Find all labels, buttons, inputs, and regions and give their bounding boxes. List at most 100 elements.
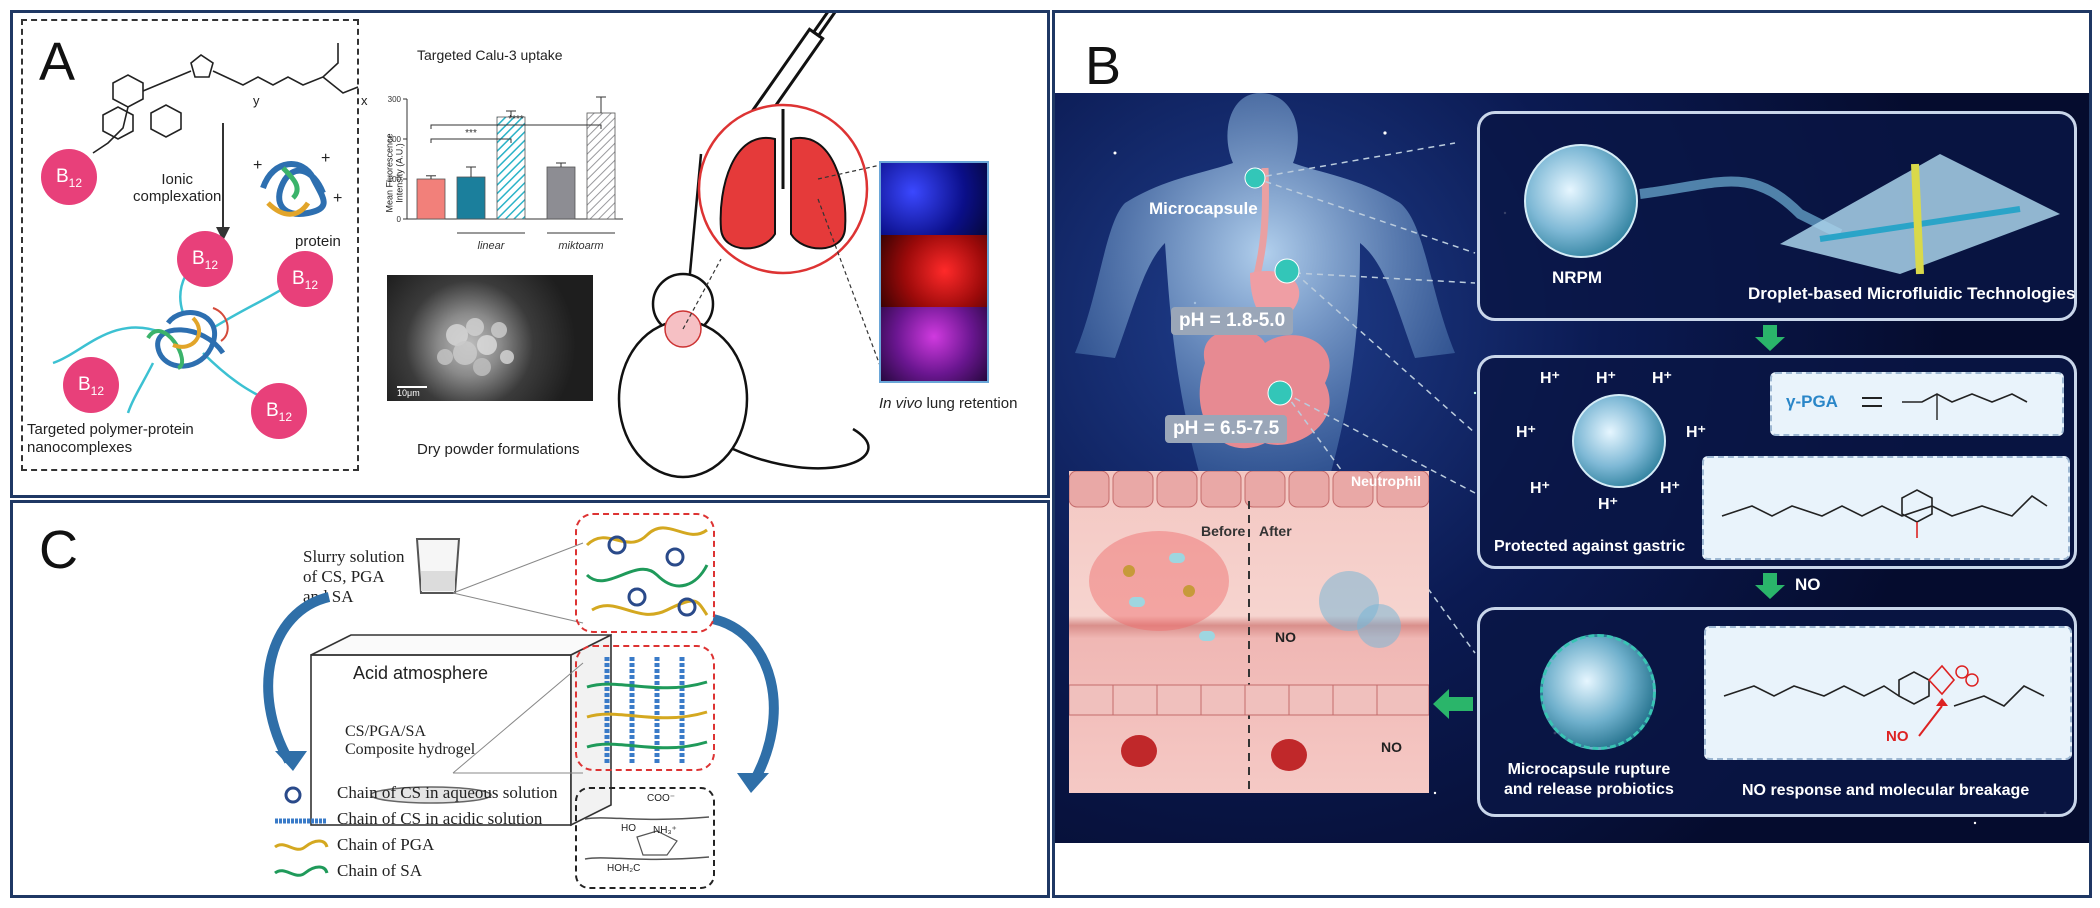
h-plus-7: H⁺ [1598, 496, 1618, 513]
chem-coo: COO⁻ [647, 793, 676, 804]
panel-a-letter: A [39, 32, 76, 92]
panel-b-letter: B [1085, 36, 1122, 96]
droplet-label: Droplet-based Microfluidic Technologies [1748, 284, 2076, 303]
structure-box [21, 19, 359, 471]
dry-powder-label: Dry powder formulations [417, 441, 580, 458]
dashed-connectors [1244, 142, 1476, 654]
box-no-response: Microcapsule rupture and release probiot… [1477, 607, 2077, 817]
fluorescence-merge [881, 307, 987, 381]
b12-badge-1: B12 [177, 231, 233, 287]
sem-particles [397, 318, 514, 388]
down-arrow-2 [1755, 573, 1785, 599]
bar-3 [546, 166, 576, 220]
sem-image: 10μm [387, 275, 593, 401]
sig-bracket-1 [430, 138, 512, 143]
before-label: Before [1201, 523, 1246, 539]
svg-text:+: + [253, 157, 262, 174]
panel-a: A y x B12 Ionic complexation + + + prote… [10, 10, 1050, 498]
slurry-label: Slurry solution of CS, PGA and SA [303, 547, 405, 606]
chemistry-detail: COO⁻ NH₃⁺ HO HOH₂C [575, 787, 715, 889]
b12-badge-3: B12 [63, 357, 119, 413]
protected-sphere [1572, 394, 1666, 488]
b12-badge-4: B12 [251, 383, 307, 439]
gamma-pga-label: γ-PGA [1786, 392, 1838, 411]
svg-text:+: + [321, 150, 330, 167]
sig-label-1: *** [465, 128, 477, 139]
protein-drawing: + + + [253, 150, 342, 217]
curved-arrow-left [263, 592, 331, 771]
b12-badge-top: B12 [41, 149, 97, 205]
aqueous-chains [585, 526, 709, 617]
polymer-structure-drawing: y x [92, 43, 368, 154]
after-label: After [1259, 523, 1292, 539]
h-plus-2: H⁺ [1596, 370, 1616, 387]
complexation-arrow [216, 123, 230, 241]
legend-item: Chain of CS in aqueous solution [273, 783, 573, 807]
acidic-chains [586, 657, 708, 763]
acidic-detail [575, 645, 715, 771]
subscript-x: x [361, 93, 368, 108]
tissue-drawing [1069, 471, 1429, 793]
group-label-linear: linear [478, 240, 506, 252]
legend-label: Chain of CS in aqueous solution [337, 783, 558, 802]
rupture-label: Microcapsule rupture and release probiot… [1504, 761, 1674, 798]
pga-chain-icon [274, 839, 329, 851]
microcapsule-label: Microcapsule [1149, 199, 1258, 218]
y-tick-label-1: 100 [388, 175, 402, 184]
protected-label: Protected against gastric [1494, 538, 1686, 555]
lung-retention-label: In vivo lung retention [879, 395, 1018, 412]
chem-nh3: NH₃⁺ [653, 825, 677, 836]
panel-b: B Microcapsule pH = 1.8-5.0 pH = 6.5 [1052, 10, 2092, 898]
ph-intestine-label: pH = 6.5-7.5 [1165, 415, 1288, 443]
sig-label-2: **** [508, 114, 524, 125]
space-background: Microcapsule pH = 1.8-5.0 pH = 6.5-7.5 N… [1055, 93, 2089, 843]
legend-item: Chain of PGA [273, 835, 573, 859]
nanocomplex-label: Targeted polymer-protein nanocomplexes [27, 421, 194, 456]
bar-1 [456, 176, 486, 220]
chem-hoh2c: HOH₂C [607, 863, 641, 874]
y-tick-label-2: 200 [388, 135, 402, 144]
h-plus-4: H⁺ [1516, 424, 1536, 441]
panel-c: C Slurry solution of CS, PGA and SA Acid… [10, 500, 1050, 898]
gamma-pga-formula: γ-PGA [1770, 372, 2064, 436]
bar-4 [586, 112, 616, 220]
chem-ho: HO [621, 823, 636, 834]
ionic-complexation-label: Ionic complexation [133, 171, 222, 205]
nrpm-label: NRPM [1552, 268, 1603, 287]
left-arrow [1433, 689, 1473, 719]
legend-label: Chain of CS in acidic solution [337, 809, 543, 828]
no-tissue-label-2: NO [1381, 739, 1402, 755]
h-plus-8: H⁺ [1660, 480, 1680, 497]
panel-c-letter: C [39, 520, 78, 580]
no-red-label: NO [1886, 728, 1909, 745]
crosslinker-formula [1702, 456, 2070, 560]
beaker-icon [415, 538, 461, 594]
sig-bracket-2 [430, 124, 602, 129]
rupture-sphere [1540, 634, 1656, 750]
acid-atmosphere-label: Acid atmosphere [353, 663, 489, 683]
fluorescence-images [879, 161, 989, 383]
y-tick-label-0: 0 [397, 215, 402, 224]
chart-title: Targeted Calu-3 uptake [417, 47, 563, 63]
cs-acidic-icon [275, 818, 327, 824]
protein-label: protein [295, 233, 341, 250]
neutrophil-label: Neutrophil [1351, 473, 1421, 489]
fluorescence-blue [881, 163, 987, 235]
cs-aqueous-icon [284, 786, 302, 804]
h-plus-5: H⁺ [1686, 424, 1706, 441]
bar-0 [416, 178, 446, 220]
box-gastric: H⁺ H⁺ H⁺ H⁺ H⁺ H⁺ H⁺ H⁺ Protected agains… [1477, 355, 2077, 569]
no-arrow-label: NO [1795, 575, 1821, 594]
right-lung [790, 136, 847, 250]
breakage-structure [1723, 664, 2045, 737]
legend-label: Chain of PGA [337, 835, 435, 854]
ph-stomach-label: pH = 1.8-5.0 [1171, 307, 1294, 335]
down-arrow-1 [1755, 325, 1785, 351]
group-label-miktoarm: miktoarm [558, 240, 603, 252]
h-plus-6: H⁺ [1530, 480, 1550, 497]
bar-2 [496, 116, 526, 220]
hydrogel-label: CS/PGA/SA Composite hydrogel [345, 723, 476, 758]
pga-structure [1862, 393, 2028, 420]
